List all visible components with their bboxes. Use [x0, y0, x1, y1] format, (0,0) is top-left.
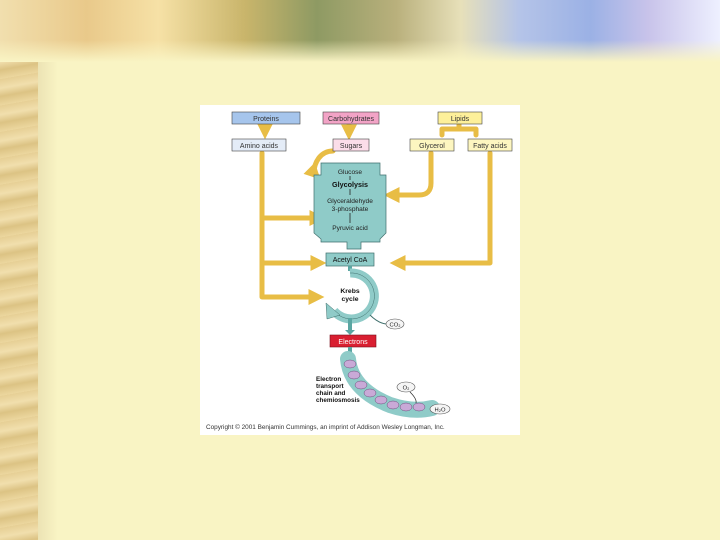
glucose-label: Glucose	[338, 169, 363, 176]
metabolism-diagram: Proteins Carbohydrates Lipids Amino acid…	[200, 105, 520, 435]
arrow-fattyacids-to-acetylcoa	[389, 150, 493, 272]
banner-fade	[0, 40, 720, 62]
krebs-label-line1: Krebs	[340, 288, 359, 295]
o2-bubble	[396, 381, 416, 393]
h2o-label: H₂O	[435, 408, 446, 414]
proteins-box	[231, 111, 301, 125]
glycolysis-block: Glucose Glycolysis Glyceraldehyde 3-phos…	[313, 162, 387, 250]
sugars-label: Sugars	[340, 143, 363, 150]
copyright-text: Copyright © 2001 Benjamin Cummings, an i…	[206, 423, 445, 431]
glycerol-label: Glycerol	[419, 143, 445, 150]
etc-label-line2: transport	[316, 383, 345, 390]
arrow-aminoacids-to-krebs	[259, 150, 325, 306]
krebs-label-line2: cycle	[341, 296, 358, 303]
etc-label-line4: chemiosmosis	[316, 397, 360, 404]
etc-label-line1: Electron	[316, 376, 341, 383]
sugars-box	[332, 138, 370, 152]
glycolysis-label: Glycolysis	[332, 180, 368, 189]
krebs-cycle: Krebs cycle	[325, 268, 379, 324]
electron-transport-chain: Electron transport chain and chemiosmosi…	[316, 351, 440, 418]
lipids-box	[437, 111, 483, 125]
co2-label: CO₂	[390, 323, 401, 329]
product-boxes: Amino acids Sugars Glycerol Fatty acids	[231, 138, 513, 152]
electrons-label: Electrons	[338, 339, 368, 346]
arrow-sugars-to-glucose	[303, 148, 336, 180]
parchment-left-strip	[0, 0, 38, 540]
electrons-box	[329, 334, 377, 348]
co2-bubble	[385, 318, 405, 330]
carbohydrates-box	[322, 111, 380, 125]
fatty-acids-box	[467, 138, 513, 152]
proteins-label: Proteins	[253, 116, 279, 123]
amino-acids-box	[231, 138, 287, 152]
amino-acids-label: Amino acids	[240, 143, 279, 150]
arrow-glycerol-to-glycolysis	[383, 150, 434, 204]
h2o-bubble	[429, 403, 451, 415]
lipids-label: Lipids	[451, 116, 470, 123]
pyruvic-acid-label: Pyruvic acid	[332, 225, 368, 232]
glycerol-box	[409, 138, 455, 152]
left-shadow	[38, 62, 58, 540]
co2-arrow	[369, 314, 387, 325]
source-boxes: Proteins Carbohydrates Lipids	[231, 111, 483, 125]
carbohydrates-label: Carbohydrates	[328, 116, 374, 123]
diagram-svg: Proteins Carbohydrates Lipids Amino acid…	[206, 111, 513, 431]
etc-label-line3: chain and	[316, 390, 346, 397]
g3p-label-line2: 3-phosphate	[332, 206, 369, 213]
g3p-label-line1: Glyceraldehyde	[327, 198, 373, 205]
o2-label: O₂	[403, 386, 410, 392]
acetyl-coa-label: Acetyl CoA	[333, 257, 368, 264]
fatty-acids-label: Fatty acids	[473, 143, 507, 150]
